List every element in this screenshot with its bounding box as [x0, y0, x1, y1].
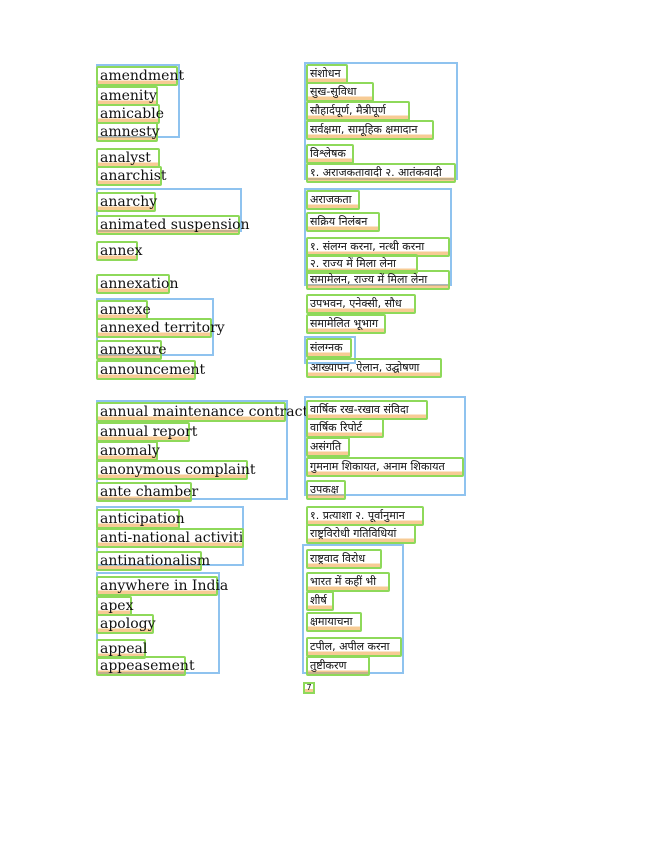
english-term: annexation: [96, 274, 178, 294]
english-term: animated suspension: [96, 215, 250, 235]
english-term: anywhere in India: [96, 576, 228, 596]
hindi-meaning: विश्लेषक: [306, 144, 354, 164]
english-term: annual maintenance contract: [96, 402, 308, 422]
hindi-meaning: सर्वक्षमा, सामूहिक क्षमादान: [306, 120, 434, 140]
hindi-meaning: तुष्टीकरण: [306, 656, 370, 676]
hindi-meaning: उपभवन, एनेक्सी, सौध: [306, 294, 416, 314]
english-term: anticipation: [96, 509, 185, 529]
english-term: annex: [96, 241, 143, 261]
hindi-meaning: सक्रिय निलंबन: [306, 212, 380, 232]
hindi-meaning: शीर्ष: [306, 591, 334, 611]
hindi-meaning: वार्षिक रिपोर्ट: [306, 418, 384, 438]
hindi-meaning: सौहार्दपूर्ण, मैत्रीपूर्ण: [306, 101, 410, 121]
hindi-meaning: असंगति: [306, 437, 350, 457]
english-term: anti-national activities: [96, 528, 244, 548]
english-term: annexed territory: [96, 318, 225, 338]
hindi-meaning: समामेलित भूभाग: [306, 314, 386, 334]
english-term: annexe: [96, 300, 151, 320]
english-term: ante chamber: [96, 482, 198, 502]
hindi-block-4: [304, 396, 466, 496]
page-number: 7: [303, 682, 315, 694]
english-term: amnesty: [96, 122, 160, 142]
english-term: appeal: [96, 639, 147, 659]
english-term: anarchist: [96, 166, 167, 186]
english-term: analyst: [96, 148, 160, 168]
hindi-meaning: सुख-सुविधा: [306, 82, 374, 102]
english-term: annual report: [96, 422, 197, 442]
hindi-meaning: क्षमायाचना: [306, 612, 362, 632]
english-term: annexure: [96, 340, 167, 360]
hindi-meaning: वार्षिक रख-रखाव संविदा: [306, 400, 428, 420]
english-term: amicable: [96, 104, 164, 124]
english-term: anarchy: [96, 192, 157, 212]
hindi-meaning: राष्ट्रवाद विरोध: [306, 549, 382, 569]
english-term: anomaly: [96, 441, 160, 461]
hindi-meaning: संशोधन: [306, 64, 348, 84]
hindi-meaning: गुमनाम शिकायत, अनाम शिकायत: [306, 457, 464, 477]
hindi-meaning: भारत में कहीं भी: [306, 572, 390, 592]
english-term: antinationalism: [96, 551, 210, 571]
english-term: amendment: [96, 66, 184, 86]
hindi-meaning: टपील, अपील करना: [306, 637, 402, 657]
hindi-meaning: समामेलन, राज्य में मिला लेना: [306, 270, 450, 290]
hindi-meaning: उपकक्ष: [306, 480, 346, 500]
english-term: apology: [96, 614, 156, 634]
hindi-meaning: राष्ट्रविरोधी गतिविधियां: [306, 524, 416, 544]
english-term: announcement: [96, 360, 205, 380]
hindi-meaning: अराजकता: [306, 190, 360, 210]
hindi-meaning: आख्यापन, ऐलान, उद्घोषणा: [306, 358, 442, 378]
hindi-meaning: संलग्नक: [306, 338, 352, 358]
english-term: anonymous complaint: [96, 460, 256, 480]
english-term: appeasement: [96, 656, 195, 676]
english-term: amenity: [96, 86, 158, 106]
english-term: apex: [96, 596, 134, 616]
hindi-meaning: १. अराजकतावादी २. आतंकवादी: [306, 163, 456, 183]
hindi-meaning: १. प्रत्याशा २. पूर्वानुमान: [306, 506, 424, 526]
